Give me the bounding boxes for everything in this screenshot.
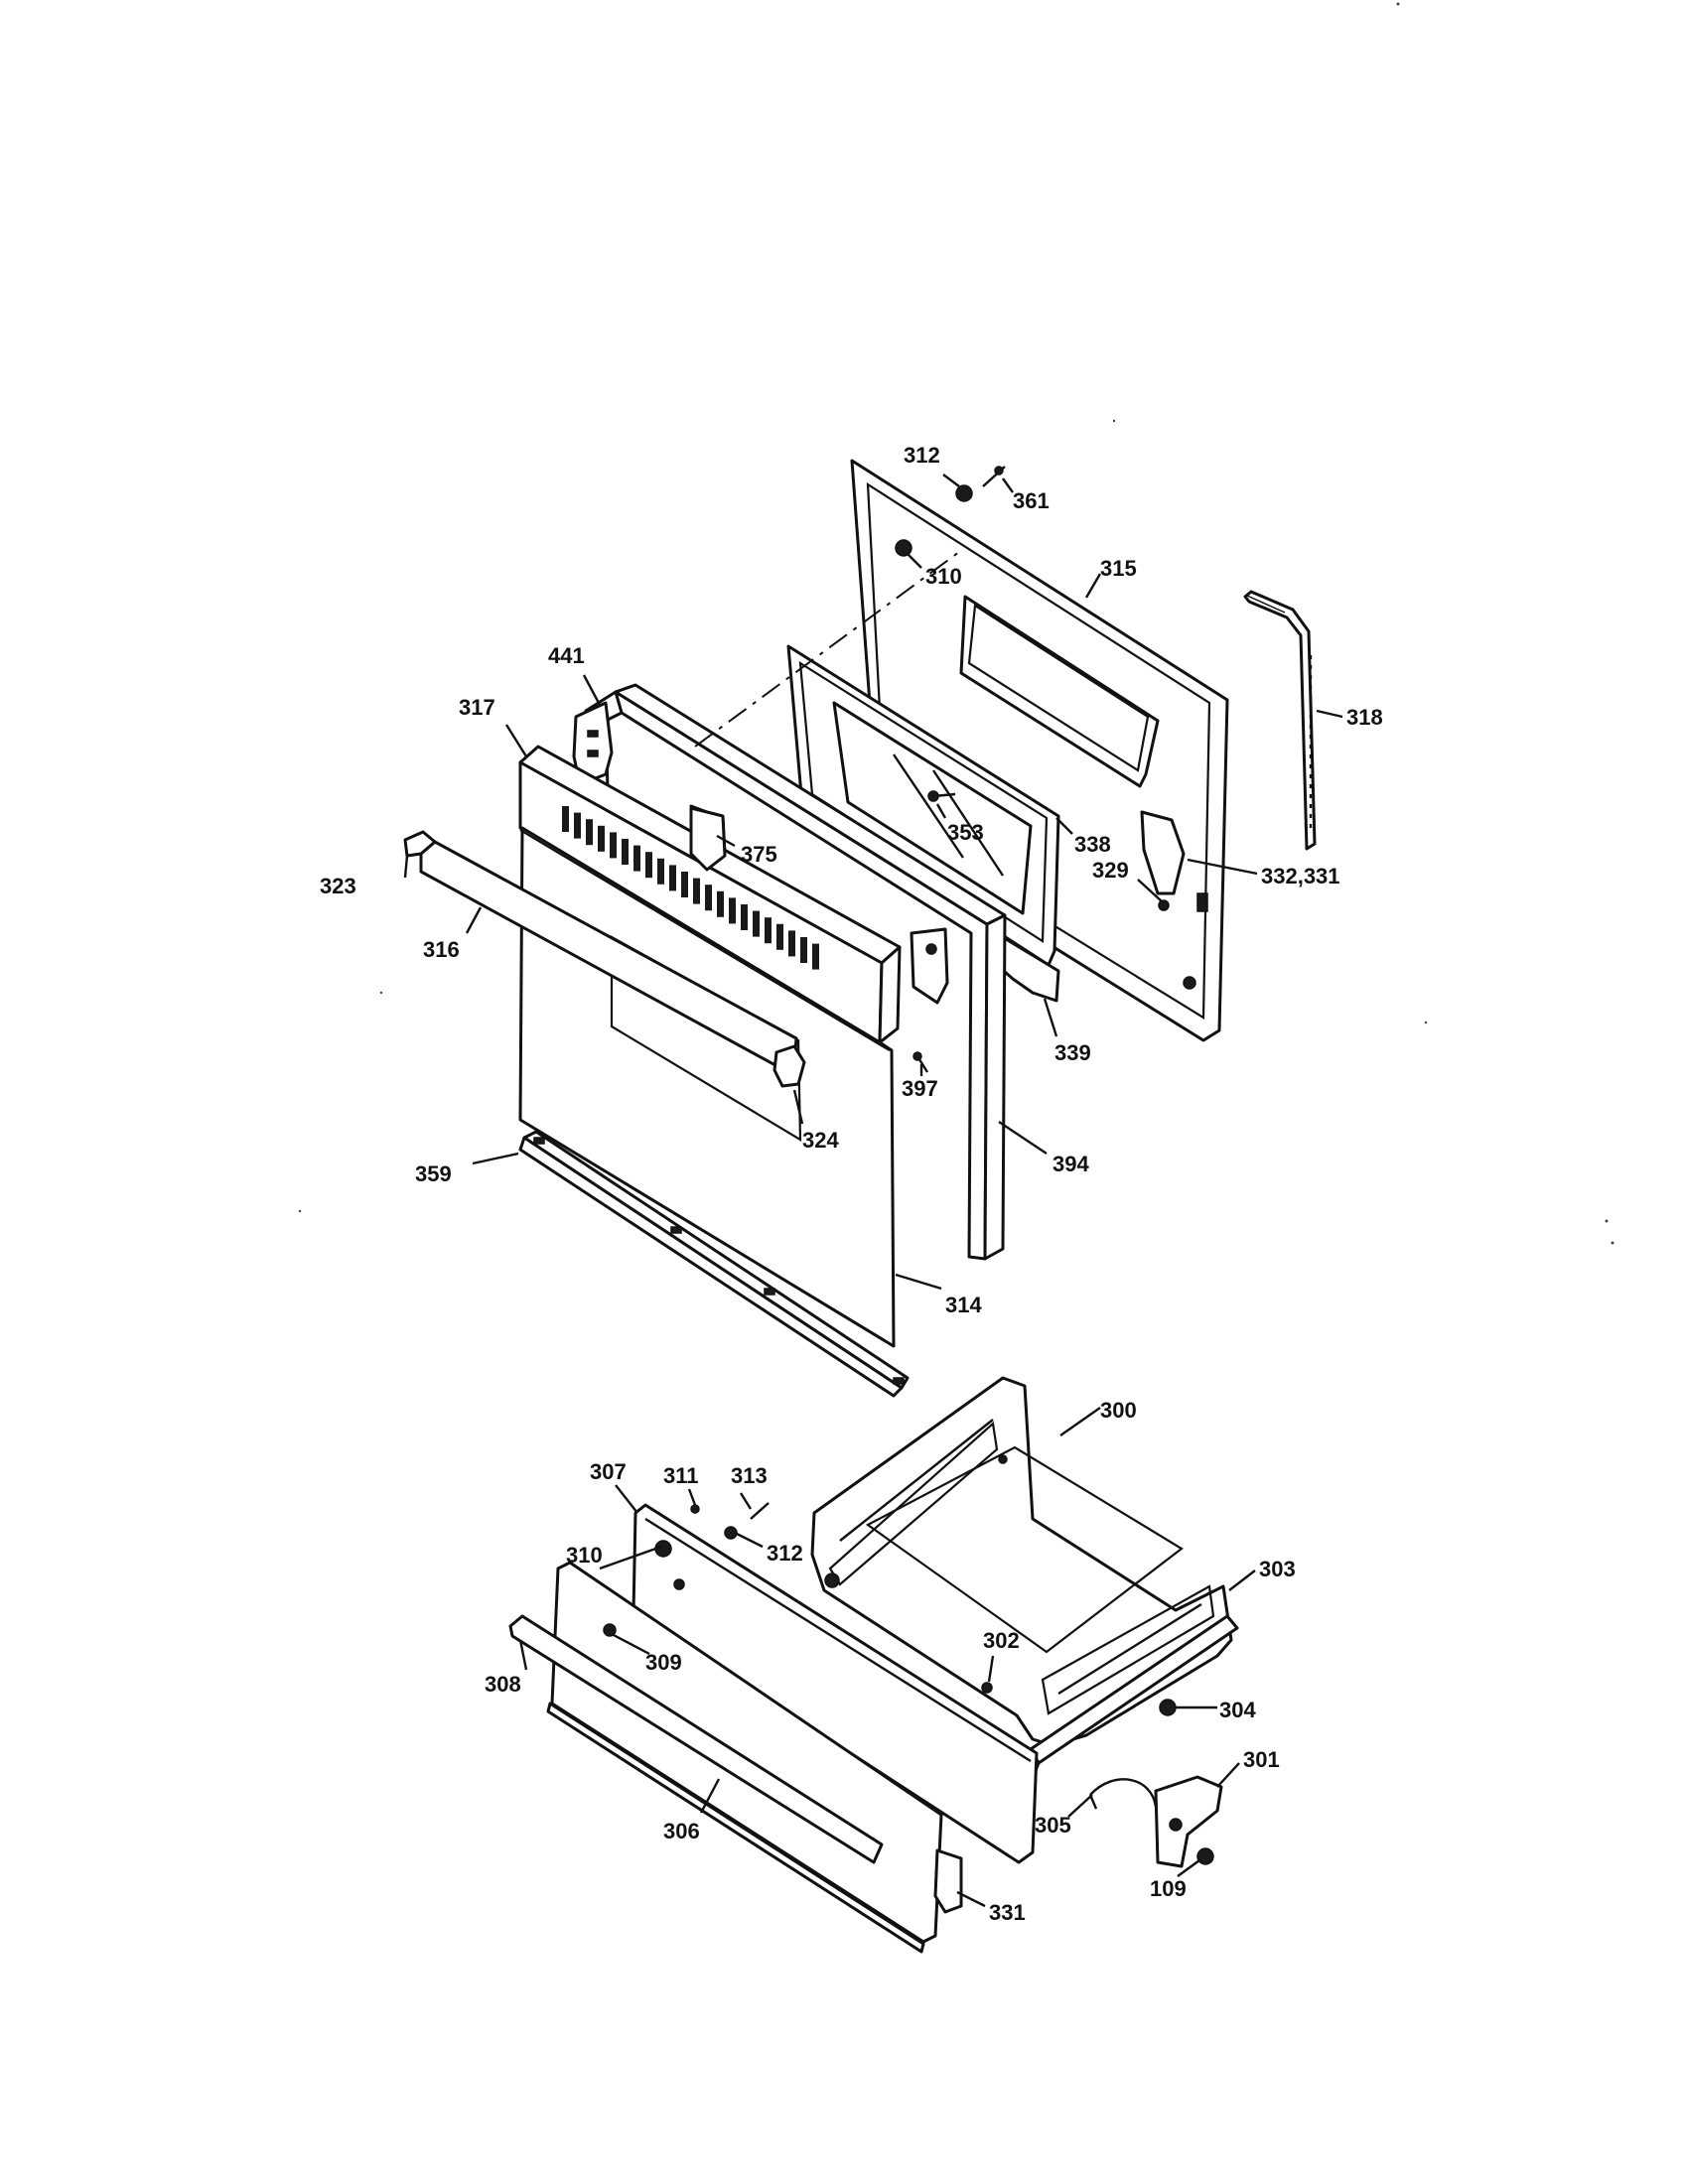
drawer-front-306: [546, 1561, 943, 1954]
callout-397: 397: [902, 1076, 938, 1101]
callout-359: 359: [415, 1161, 452, 1186]
door-inner-liner-315: [850, 459, 1229, 1042]
callout-441: 441: [548, 643, 585, 668]
callout-306: 306: [663, 1819, 700, 1843]
callout-323: 323: [320, 874, 356, 898]
callout-301: 301: [1243, 1747, 1280, 1772]
callout-324: 324: [802, 1128, 839, 1153]
upper-hardware: [689, 466, 1170, 1073]
leader-lines: [403, 474, 1343, 1908]
callout-394: 394: [1052, 1152, 1089, 1176]
callout-308: 308: [485, 1672, 521, 1697]
callout-303: 303: [1259, 1557, 1296, 1581]
callout-338: 338: [1074, 832, 1111, 857]
vent-slot: [776, 923, 783, 950]
vent-slot: [574, 812, 581, 839]
vent-slot: [765, 917, 772, 944]
alignment-line: [694, 551, 960, 748]
callout-307: 307: [590, 1459, 627, 1484]
callout-310: 310: [925, 564, 962, 589]
callout-317: 317: [459, 695, 495, 720]
callout-339: 339: [1054, 1040, 1091, 1065]
callout-309: 309: [645, 1650, 682, 1675]
callout-361: 361: [1013, 488, 1050, 513]
callout-313: 313: [731, 1463, 768, 1488]
vent-slot: [657, 858, 664, 885]
callout-375: 375: [741, 842, 777, 867]
callout-316: 316: [423, 937, 460, 962]
vent-slot: [598, 825, 605, 852]
bottom-trim-359: [518, 1130, 910, 1398]
callout-318: 318: [1346, 705, 1383, 730]
callout-312: 312: [904, 443, 940, 468]
vent-slots: [562, 806, 819, 970]
callout-109: 109: [1150, 1876, 1187, 1901]
vent-slot: [610, 832, 617, 859]
callout-310-lower: 310: [566, 1543, 603, 1568]
vent-slot: [705, 885, 712, 911]
callout-353: 353: [947, 820, 984, 845]
vent-slot: [681, 872, 688, 897]
callout-329: 329: [1092, 858, 1129, 883]
vent-slot: [800, 937, 807, 963]
callout-305: 305: [1035, 1813, 1071, 1838]
vent-slot: [741, 904, 748, 930]
vent-slot: [753, 910, 760, 937]
door-gasket-318: [1243, 590, 1317, 851]
vent-slot: [717, 890, 724, 917]
drawer-body-300: [810, 1376, 1233, 1747]
callout-331: 331: [989, 1900, 1026, 1925]
callout-314: 314: [945, 1293, 982, 1317]
callout-labels: 312 361 310 315 318 441 317 375 353 338 …: [320, 443, 1383, 1925]
hinge-441: [572, 701, 614, 786]
callout-332-331: 332,331: [1261, 864, 1340, 888]
vent-slot: [562, 806, 569, 832]
vent-slot: [622, 839, 629, 865]
vent-slot: [633, 845, 640, 872]
drawer-hardware: [603, 1502, 1223, 1914]
vent-slot: [693, 878, 700, 904]
vent-slot: [788, 930, 795, 957]
inner-glass-frame-338: [786, 644, 1060, 967]
callout-311: 311: [663, 1463, 699, 1488]
vent-slot: [669, 865, 676, 891]
scan-specks: [298, 2, 1614, 1245]
callout-300: 300: [1100, 1398, 1137, 1423]
vent-slot: [586, 819, 593, 846]
door-handle-316: [403, 830, 806, 1088]
vent-slot: [812, 943, 819, 970]
callout-312-lower: 312: [767, 1541, 803, 1566]
callout-315: 315: [1100, 556, 1137, 581]
callout-302: 302: [983, 1628, 1020, 1653]
callout-304: 304: [1219, 1698, 1256, 1722]
vent-slot: [645, 852, 652, 879]
vent-slot: [729, 897, 736, 924]
drawer-handle-308: [508, 1614, 884, 1864]
